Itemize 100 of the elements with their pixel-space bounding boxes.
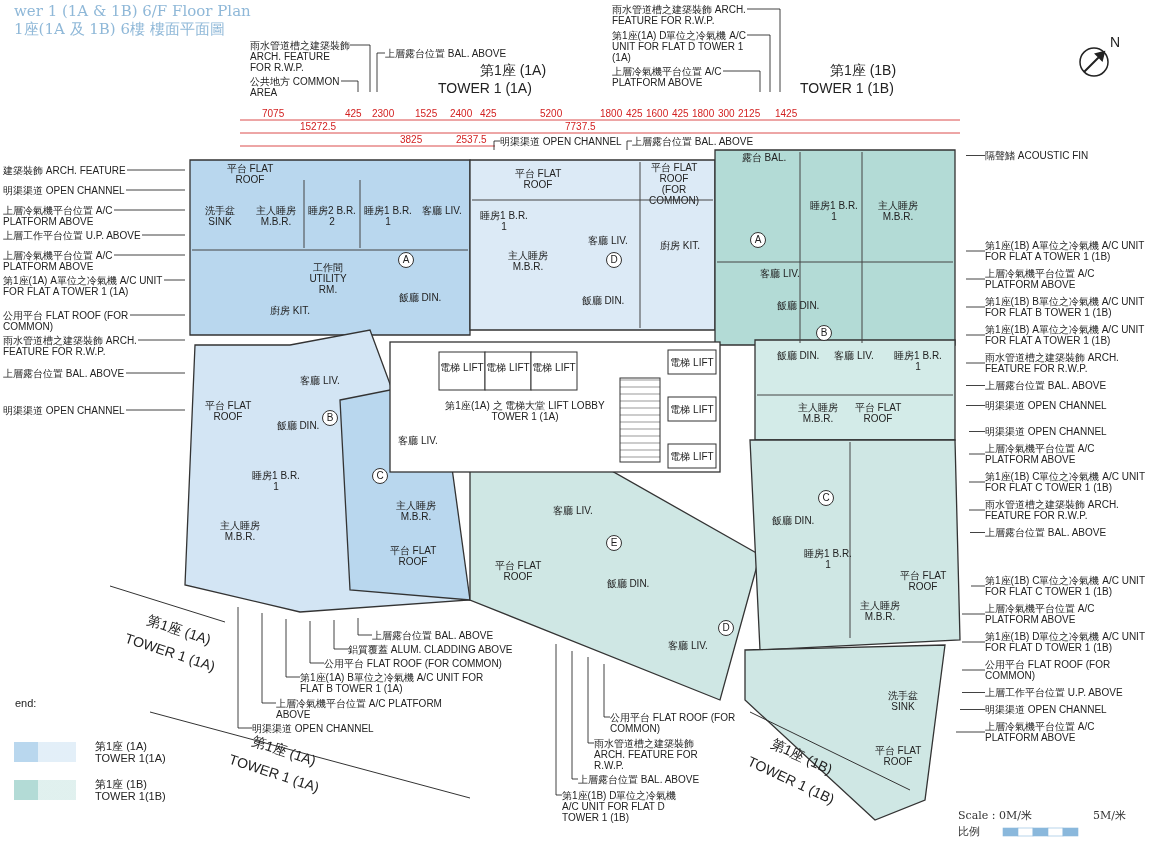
leader-line — [970, 585, 986, 587]
dimension-text: 425 — [345, 108, 362, 120]
dimension-text: 2537.5 — [456, 134, 487, 146]
room-label: 睡房1 B.R. 1 — [893, 350, 943, 372]
tower-heading: TOWER 1 (1B) — [800, 80, 894, 96]
room-label: 廚房 KIT. — [269, 305, 311, 316]
callout-text: 明渠渠道 OPEN CHANNEL — [3, 405, 126, 416]
leader-line — [959, 709, 986, 710]
room-label: 客廳 LIV. — [421, 205, 463, 216]
lift-label: 電梯 LIFT — [486, 362, 530, 373]
leader-line — [126, 169, 186, 171]
room-label: 主人睡房 M.B.R. — [877, 200, 919, 222]
callout-text: 第1座(1B) A單位之冷氣機 A/C UNIT FOR FLAT A TOWER 1 (1B) — [985, 324, 1146, 346]
callout-text: 上層冷氣機平台位置 A/C PLATFORM ABOVE — [3, 205, 114, 227]
leader-line — [125, 409, 186, 411]
dimension-text: 1800 — [600, 108, 623, 120]
callout-text: 第1座(1A) A單位之冷氣機 A/C UNIT FOR FLAT A TOWER 1 (1A) — [3, 275, 164, 297]
callout-text: 上層露台位置 BAL. ABOVE — [985, 527, 1108, 538]
room-label: 平台 FLAT ROOF — [513, 168, 563, 190]
dimension-text: 300 — [718, 108, 735, 120]
room-label: 平台 FLAT ROOF — [853, 402, 903, 424]
callout-text: 上層露台位置 BAL. ABOVE — [372, 630, 495, 641]
callout-text: 鋁質覆蓋 ALUM. CLADDING ABOVE — [348, 644, 514, 655]
leader-line — [965, 250, 986, 252]
room-label: 客廳 LIV. — [667, 640, 709, 651]
room-label: 平台 FLAT ROOF — [898, 570, 948, 592]
room-label: 睡房1 B.R. 1 — [251, 470, 301, 492]
leader-line — [965, 155, 986, 156]
room-label: 睡房1 B.R. 1 — [479, 210, 529, 232]
room-label: 主人睡房 M.B.R. — [507, 250, 549, 272]
room-label: 平台 FLAT ROOF — [203, 400, 253, 422]
room-label: 平台 FLAT ROOF — [493, 560, 543, 582]
dimension-text: 7737.5 — [565, 121, 596, 133]
leader-line — [309, 620, 325, 664]
leader-line — [961, 692, 986, 693]
tower-heading: 第1座 (1B) — [830, 62, 897, 80]
callout-text: 上層冷氣機平台位置 A/C PLATFORM ABOVE — [985, 603, 1096, 625]
room-label: 飯廳 DIN. — [580, 295, 626, 306]
leader-line — [113, 254, 186, 256]
callout-text: 雨水管道槽之建築裝飾 ARCH. FEATURE FOR R.W.P. — [985, 499, 1120, 521]
leader-line — [285, 618, 301, 678]
room-label: 飯廳 DIN. — [770, 515, 816, 526]
callout-text: 第1座(1B) B單位之冷氣機 A/C UNIT FOR FLAT B TOWER 1 (1B) — [985, 296, 1146, 318]
room-label: 飯廳 DIN. — [275, 420, 321, 431]
leader-line — [746, 8, 781, 93]
callout-text: 雨水管道槽之建築裝飾 ARCH. FEATURE FOR R.W.P. — [985, 352, 1120, 374]
room-label: 飯廳 DIN. — [397, 292, 443, 303]
callout-text: 上層露台位置 BAL. ABOVE — [385, 48, 508, 59]
leader-line — [113, 209, 186, 211]
dimension-text: 1425 — [775, 108, 798, 120]
callout-text: 上層工作平台位置 U.P. ABOVE — [985, 687, 1124, 698]
dimension-text: 5200 — [540, 108, 563, 120]
callout-text: 公用平台 FLAT ROOF (FOR COMMON) — [985, 659, 1112, 681]
room-label: 飯廳 DIN. — [775, 350, 821, 361]
leader-line — [746, 34, 771, 93]
callout-text: 上層露台位置 BAL. ABOVE — [3, 368, 126, 379]
lift-label: 電梯 LIFT — [532, 362, 576, 373]
leader-line — [603, 663, 611, 718]
scale-text: 5M/米 — [1093, 808, 1126, 823]
leader-line — [968, 509, 986, 511]
room-label: 客廳 LIV. — [833, 350, 875, 361]
callout-text: 上層冷氣機平台位置 A/C PLATFORM ABOVE — [612, 66, 723, 88]
room-label: 洗手盆 SINK — [204, 205, 236, 227]
callout-text: 上層工作平台位置 U.P. ABOVE — [3, 230, 142, 241]
subtitle: 1座(1A 及 1B) 6樓 樓面平面圖 — [14, 20, 225, 39]
dimension-text: 3825 — [400, 134, 423, 146]
legend-text: 第1座 (1B) TOWER 1(1B) — [95, 778, 167, 802]
leader-line — [237, 606, 253, 729]
leader-line — [968, 481, 986, 483]
dimension-text: 425 — [626, 108, 643, 120]
leader-line — [125, 189, 186, 191]
leader-line — [965, 278, 986, 280]
leader-line — [349, 44, 371, 93]
callout-text: 第1座(1B) A單位之冷氣機 A/C UNIT FOR FLAT A TOWER 1 (1B) — [985, 240, 1146, 262]
room-label: 客廳 LIV. — [587, 235, 629, 246]
callout-text: 雨水管道槽之建築裝飾 ARCH. FEATURE FOR R.W.P. — [594, 738, 699, 771]
scale-text: Scale : 0M/米 — [958, 808, 1032, 823]
callout-text: 第1座(1B) D單位之冷氣機 A/C UNIT FOR FLAT D TOWER 1 (1B) — [985, 631, 1146, 653]
room-label: 主人睡房 M.B.R. — [255, 205, 297, 227]
callout-text: 上層冷氣機平台位置 A/C PLATFORM ABOVE — [985, 443, 1096, 465]
room-label: 洗手盆 SINK — [887, 690, 919, 712]
room-label: 飯廳 DIN. — [605, 578, 651, 589]
leader-line — [571, 650, 579, 780]
room-label: 睡房1 B.R. 1 — [363, 205, 413, 227]
room-label: 睡房2 B.R. 2 — [307, 205, 357, 227]
room-label: 工作間 UTILITY RM. — [308, 262, 348, 295]
room-label: 飯廳 DIN. — [775, 300, 821, 311]
callout-text: 第1座(1B) D單位之冷氣機 A/C UNIT FOR FLAT D TOWER 1 (1B) — [562, 790, 678, 823]
leader-line — [333, 619, 349, 650]
leader-line — [961, 669, 986, 671]
leader-line — [129, 314, 186, 316]
dimension-text: 425 — [480, 108, 497, 120]
lift-label: 電梯 LIFT — [440, 362, 484, 373]
legend-heading: end: — [15, 697, 38, 709]
room-label: 睡房1 B.R. 1 — [809, 200, 859, 222]
room-label: 客廳 LIV. — [552, 505, 594, 516]
callout-text: 上層露台位置 BAL. ABOVE — [985, 380, 1108, 391]
dimension-text: 2300 — [372, 108, 395, 120]
leader-line — [261, 612, 277, 704]
dimension-text: 2125 — [738, 108, 761, 120]
